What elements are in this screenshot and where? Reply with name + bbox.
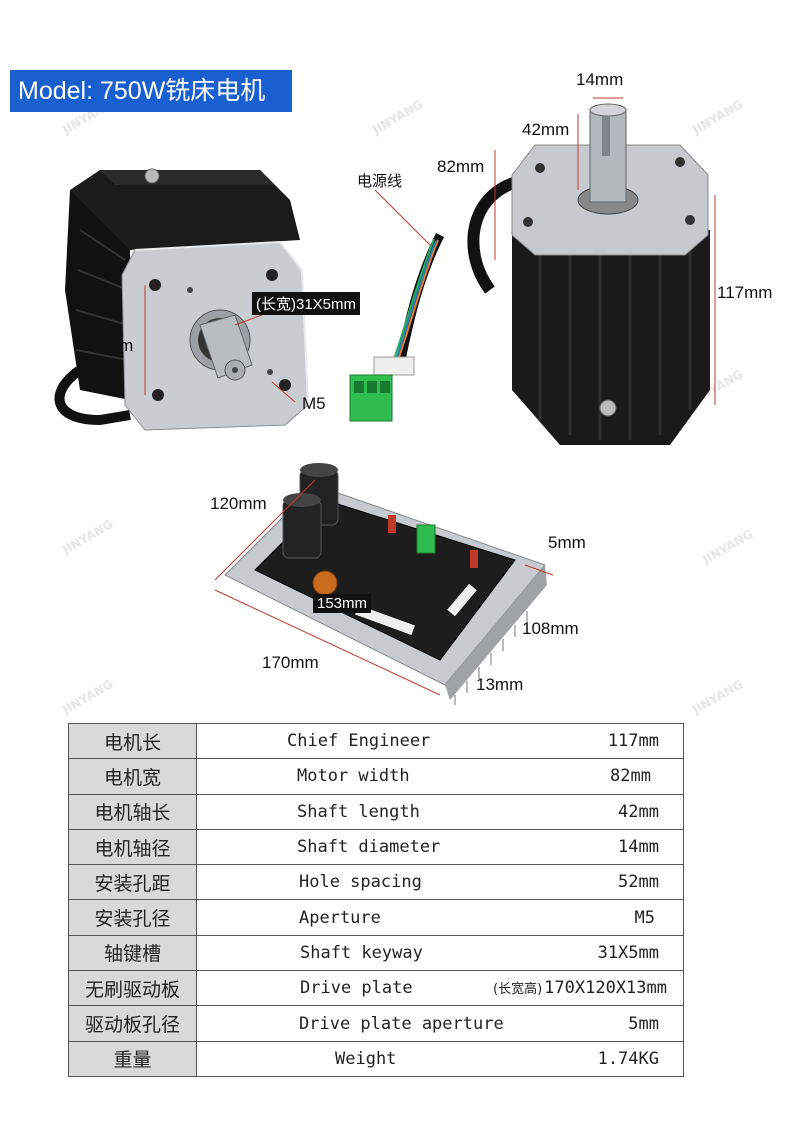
watermark: JINYANG	[690, 677, 746, 717]
spec-table: 电机长 Chief Engineer 117mm 电机宽 Motor width 8…	[68, 722, 684, 1077]
table-row: 电机宽 Motor width 82mm	[68, 758, 684, 795]
spec-name-cn: 安装孔径	[68, 899, 197, 936]
spec-name-cn: 电机长	[68, 722, 197, 760]
spec-name-cn: 电机轴径	[68, 828, 197, 866]
table-row: 无刷驱动板 Drive plate (长宽高)170X120X13mm	[68, 970, 684, 1007]
board-inner-dimension-label: 153mm	[313, 594, 372, 613]
table-row: 重量 Weight 1.74KG	[68, 1040, 684, 1077]
spec-name-cn: 电机宽	[68, 758, 197, 795]
spec-name-cn: 安装孔距	[68, 864, 197, 901]
spec-value: 117mm	[607, 731, 659, 752]
spec-note: (长宽高)	[493, 982, 543, 998]
spec-value: 1.74KG	[597, 1048, 659, 1069]
table-row: 轴键槽 Shaft keyway 31X5mm	[68, 934, 684, 972]
spec-name-cn: 电机轴长	[68, 793, 197, 830]
drive-board-photo	[214, 463, 554, 705]
spec-name-en: Aperture	[299, 907, 381, 928]
table-row: 电机长 Chief Engineer 117mm	[68, 722, 684, 760]
shaft-length-dimension-label: 42mm	[522, 120, 570, 139]
watermark: JINYANG	[700, 527, 756, 567]
spec-value: 5mm	[628, 1013, 659, 1034]
motor-side-photo	[467, 97, 716, 445]
hole-spacing-dimension-label: 52mm	[86, 336, 134, 355]
shaft-diameter-dimension-label: 14mm	[576, 70, 624, 89]
spec-value: 52mm	[618, 872, 659, 893]
table-row: 电机轴径 Shaft diameter 14mm	[68, 828, 684, 866]
spec-name-en: Hole spacing	[299, 872, 422, 893]
spec-value: M5	[634, 907, 655, 928]
spec-name-en: Drive plate aperture	[299, 1013, 504, 1034]
power-cable-photo	[349, 189, 445, 422]
watermark: JINYANG	[60, 517, 116, 557]
spec-name-en: Shaft length	[297, 801, 420, 822]
board-thickness-dimension-label: 5mm	[548, 533, 586, 552]
table-row: 驱动板孔径 Drive plate aperture 5mm	[68, 1005, 684, 1042]
board-depth-dimension-label: 120mm	[210, 494, 267, 513]
spec-value: 82mm	[610, 766, 651, 787]
table-row: 安装孔径 Aperture M5	[68, 899, 684, 936]
spec-value: 170X120X13mm	[544, 978, 667, 999]
spec-name-cn: 重量	[68, 1040, 197, 1077]
motor-front-photo	[54, 168, 309, 431]
motor-width-dimension-label: 82mm	[437, 157, 485, 176]
motor-length-dimension-label: 117mm	[717, 283, 773, 302]
power-cable-label: 电源线	[357, 173, 403, 190]
spec-value: 42mm	[618, 801, 659, 822]
watermark: JINYANG	[60, 677, 116, 717]
keyway-dimension-label: (长宽)31X5mm	[252, 292, 361, 315]
spec-name-cn: 无刷驱动板	[68, 970, 197, 1007]
board-side-dimension-label: 108mm	[522, 619, 579, 638]
spec-value: 31X5mm	[597, 942, 659, 963]
table-row: 电机轴长 Shaft length 42mm	[68, 793, 684, 830]
spec-name-en: Drive plate	[300, 978, 413, 999]
board-length-dimension-label: 170mm	[262, 653, 319, 672]
table-row: 安装孔距 Hole spacing 52mm	[68, 864, 684, 901]
aperture-dimension-label: M5	[302, 394, 326, 413]
spec-value: 14mm	[618, 837, 659, 858]
spec-name-cn: 轴键槽	[68, 934, 197, 972]
spec-name-en: Motor width	[297, 766, 410, 787]
spec-name-en: Chief Engineer	[287, 731, 431, 752]
model-banner: Model: 750W铣床电机	[10, 70, 292, 112]
watermark: JINYANG	[370, 97, 426, 137]
spec-name-en: Weight	[335, 1048, 397, 1069]
spec-name-en: Shaft keyway	[300, 942, 423, 963]
board-height-dimension-label: 13mm	[476, 675, 524, 694]
spec-name-cn: 驱动板孔径	[68, 1005, 197, 1042]
spec-name-en: Shaft diameter	[297, 837, 441, 858]
